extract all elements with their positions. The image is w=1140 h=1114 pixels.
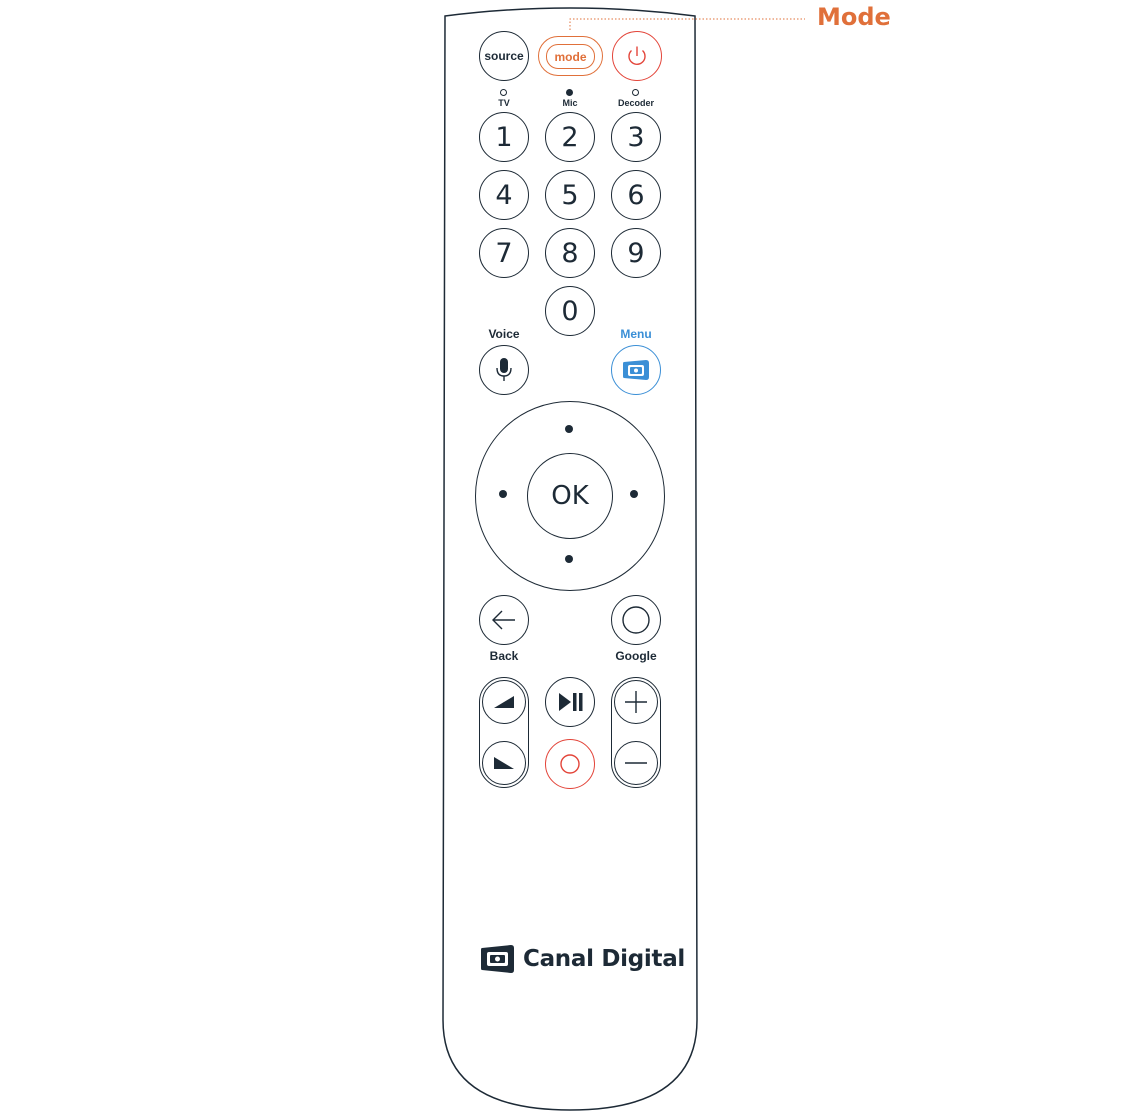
digit-1-button[interactable]: 1	[479, 112, 529, 162]
voice-label: Voice	[488, 327, 520, 341]
back-arrow-icon	[492, 610, 515, 630]
decoder-indicator-label: Decoder	[617, 98, 655, 108]
minus-icon	[625, 762, 647, 764]
back-button[interactable]	[479, 595, 529, 645]
callout-leader-line	[569, 18, 805, 30]
volume-up-button[interactable]	[482, 680, 526, 724]
mic-indicator-led	[566, 89, 573, 96]
digit-3-button[interactable]: 3	[611, 112, 661, 162]
record-icon	[560, 754, 580, 774]
tv-indicator-label: TV	[498, 98, 510, 108]
power-button[interactable]	[612, 31, 662, 81]
play-pause-icon	[559, 693, 583, 711]
channel-up-button[interactable]	[614, 680, 658, 724]
power-icon	[628, 46, 646, 65]
digit-9-button[interactable]: 9	[611, 228, 661, 278]
mic-indicator-label: Mic	[562, 98, 578, 108]
brand-name: Canal Digital	[523, 946, 686, 972]
canal-digital-menu-icon	[623, 360, 649, 380]
google-button[interactable]	[611, 595, 661, 645]
channel-down-button[interactable]	[614, 741, 658, 785]
voice-button[interactable]	[479, 345, 529, 395]
canal-digital-logo-icon	[481, 945, 514, 973]
mode-button[interactable]: mode	[538, 36, 603, 76]
ok-label: OK	[551, 481, 589, 511]
digit-6-button[interactable]: 6	[611, 170, 661, 220]
microphone-icon	[496, 358, 512, 381]
google-circle-icon	[622, 606, 650, 634]
menu-button[interactable]	[611, 345, 661, 395]
source-button[interactable]: source	[479, 31, 529, 81]
dpad-left-button[interactable]	[499, 490, 507, 498]
digit-7-button[interactable]: 7	[479, 228, 529, 278]
ok-button[interactable]: OK	[527, 453, 613, 539]
digit-4-button[interactable]: 4	[479, 170, 529, 220]
plus-icon	[625, 691, 647, 713]
menu-label: Menu	[620, 327, 652, 341]
volume-down-button[interactable]	[482, 741, 526, 785]
dpad-right-button[interactable]	[630, 490, 638, 498]
volume-down-icon	[494, 757, 514, 769]
digit-2-button[interactable]: 2	[545, 112, 595, 162]
source-label: source	[484, 49, 524, 63]
play-pause-button[interactable]	[545, 677, 595, 727]
mode-callout-label: Mode	[817, 3, 891, 31]
mode-button-inner: mode	[546, 44, 595, 69]
back-label: Back	[489, 649, 519, 663]
digit-5-button[interactable]: 5	[545, 170, 595, 220]
brand-logo: Canal Digital	[480, 944, 685, 974]
dpad-down-button[interactable]	[565, 555, 573, 563]
digit-0-button[interactable]: 0	[545, 286, 595, 336]
tv-indicator-led	[500, 89, 507, 96]
mode-label: mode	[554, 49, 587, 64]
google-label: Google	[615, 649, 657, 663]
volume-up-icon	[494, 696, 514, 708]
dpad-up-button[interactable]	[565, 425, 573, 433]
digit-8-button[interactable]: 8	[545, 228, 595, 278]
decoder-indicator-led	[632, 89, 639, 96]
record-button[interactable]	[545, 739, 595, 789]
